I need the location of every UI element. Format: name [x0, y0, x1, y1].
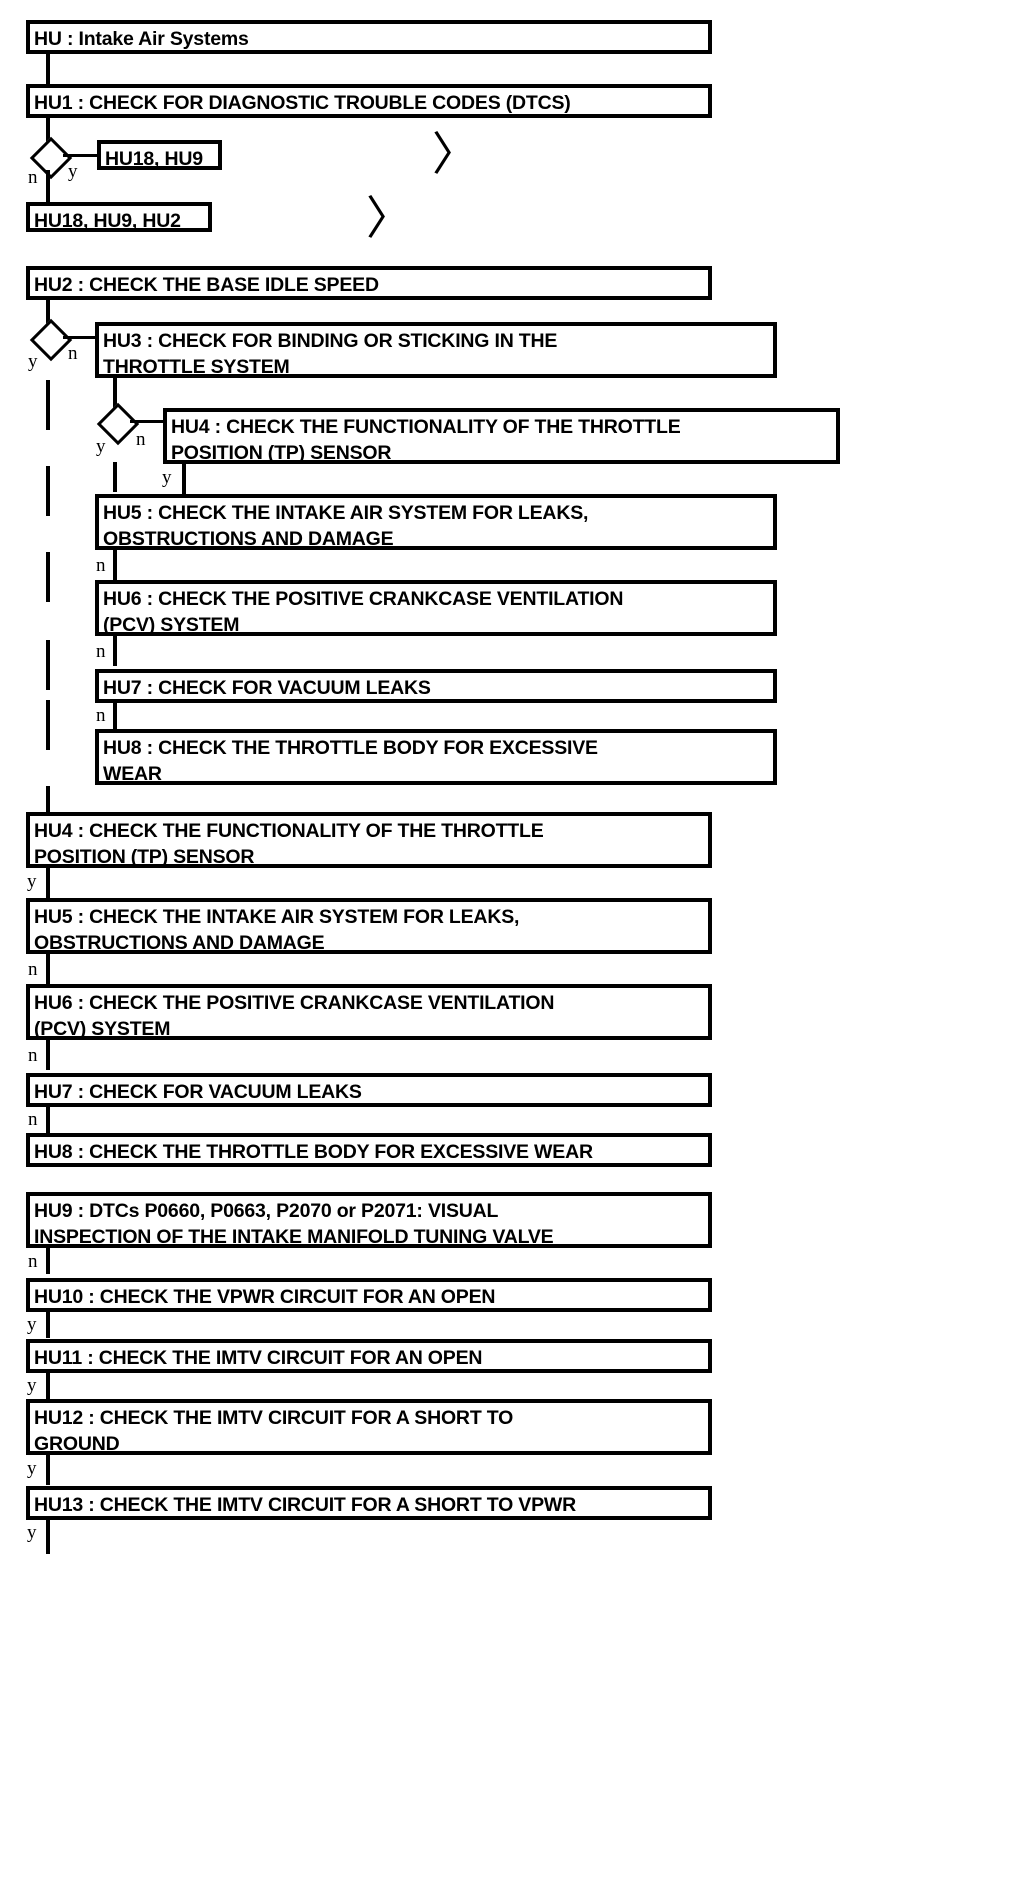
connector-hu3-to-decision3 [113, 378, 117, 408]
branch-label-hu6-nested-n: n [96, 641, 106, 662]
connector-hu10-y [46, 1312, 50, 1338]
branch-label-decision3-y: y [96, 436, 106, 457]
connector-hu1-to-decision1 [46, 118, 50, 142]
connector-hu5-nested-n [113, 550, 117, 580]
connector-decision1-to-tag-b [46, 170, 50, 204]
node-hu13[interactable]: HU13 : CHECK THE IMTV CIRCUIT FOR A SHOR… [26, 1486, 712, 1520]
node-hu-root[interactable]: HU : Intake Air Systems [26, 20, 712, 54]
connector-decision2-to-hu3 [63, 336, 97, 339]
connector-decision3-to-hu4-nested [130, 420, 165, 423]
node-hu8-main[interactable]: HU8 : CHECK THE THROTTLE BODY FOR EXCESS… [26, 1133, 712, 1167]
branch-label-hu4-main-y: y [27, 871, 37, 892]
connector-hu4-nested-y [182, 464, 186, 494]
branch-label-hu4-nested-y: y [162, 467, 172, 488]
connector-hu7-main-n [46, 1107, 50, 1133]
connector-hu2-to-decision2 [46, 300, 50, 324]
branch-label-hu10-y: y [27, 1314, 37, 1335]
chevron-marker-1: 〉 [432, 129, 478, 180]
branch-label-hu11-y: y [27, 1375, 37, 1396]
connector-root-to-hu1 [46, 54, 50, 84]
node-hu12[interactable]: HU12 : CHECK THE IMTV CIRCUIT FOR A SHOR… [26, 1399, 712, 1455]
node-hu5-main[interactable]: HU5 : CHECK THE INTAKE AIR SYSTEM FOR LE… [26, 898, 712, 954]
connector-hu12-y [46, 1455, 50, 1485]
node-hu7-main[interactable]: HU7 : CHECK FOR VACUUM LEAKS [26, 1073, 712, 1107]
node-hu10[interactable]: HU10 : CHECK THE VPWR CIRCUIT FOR AN OPE… [26, 1278, 712, 1312]
spine-decision3-y [113, 462, 117, 492]
connector-hu5-main-n [46, 954, 50, 984]
tag-hu18-hu9-hu2[interactable]: HU18, HU9, HU2 [26, 202, 212, 232]
node-hu2[interactable]: HU2 : CHECK THE BASE IDLE SPEED [26, 266, 712, 300]
branch-label-hu5-main-n: n [28, 959, 38, 980]
spine-decision2-y-seg4 [46, 640, 50, 690]
spine-decision2-y-seg1 [46, 380, 50, 430]
branch-label-hu6-main-n: n [28, 1045, 38, 1066]
connector-hu4-main-y [46, 868, 50, 898]
branch-label-hu13-y: y [27, 1522, 37, 1543]
node-hu4-nested[interactable]: HU4 : CHECK THE FUNCTIONALITY OF THE THR… [163, 408, 840, 464]
node-hu3[interactable]: HU3 : CHECK FOR BINDING OR STICKING IN T… [95, 322, 777, 378]
node-hu1[interactable]: HU1 : CHECK FOR DIAGNOSTIC TROUBLE CODES… [26, 84, 712, 118]
branch-label-hu12-y: y [27, 1458, 37, 1479]
branch-label-decision1-n: n [28, 167, 38, 188]
branch-label-decision3-n: n [136, 429, 146, 450]
connector-hu6-nested-n [113, 636, 117, 666]
node-hu4-main[interactable]: HU4 : CHECK THE FUNCTIONALITY OF THE THR… [26, 812, 712, 868]
branch-label-hu5-nested-n: n [96, 555, 106, 576]
connector-hu6-main-n [46, 1040, 50, 1070]
tag-hu18-hu9[interactable]: HU18, HU9 [97, 140, 222, 170]
branch-label-hu7-nested-n: n [96, 705, 106, 726]
connector-hu9-n [46, 1248, 50, 1274]
node-hu7-nested[interactable]: HU7 : CHECK FOR VACUUM LEAKS [95, 669, 777, 703]
branch-label-hu7-main-n: n [28, 1109, 38, 1130]
node-hu6-nested[interactable]: HU6 : CHECK THE POSITIVE CRANKCASE VENTI… [95, 580, 777, 636]
node-hu5-nested[interactable]: HU5 : CHECK THE INTAKE AIR SYSTEM FOR LE… [95, 494, 777, 550]
node-hu11[interactable]: HU11 : CHECK THE IMTV CIRCUIT FOR AN OPE… [26, 1339, 712, 1373]
node-hu8-nested[interactable]: HU8 : CHECK THE THROTTLE BODY FOR EXCESS… [95, 729, 777, 785]
connector-hu11-y [46, 1373, 50, 1399]
spine-decision2-y-seg3 [46, 552, 50, 602]
branch-label-hu9-n: n [28, 1251, 38, 1272]
connector-hu7-nested-n [113, 703, 117, 729]
spine-decision2-y-seg5 [46, 700, 50, 750]
decision-node-2[interactable] [29, 318, 73, 362]
connector-decision1-to-tag-a [63, 154, 99, 157]
spine-decision2-y-seg2 [46, 466, 50, 516]
branch-label-decision1-y: y [68, 161, 78, 182]
decision-node-3[interactable] [96, 402, 140, 446]
node-hu9[interactable]: HU9 : DTCs P0660, P0663, P2070 or P2071:… [26, 1192, 712, 1248]
connector-hu13-y [46, 1520, 50, 1554]
branch-label-decision2-y: y [28, 351, 38, 372]
branch-label-decision2-n: n [68, 343, 78, 364]
chevron-marker-2: 〉 [366, 193, 412, 244]
node-hu6-main[interactable]: HU6 : CHECK THE POSITIVE CRANKCASE VENTI… [26, 984, 712, 1040]
